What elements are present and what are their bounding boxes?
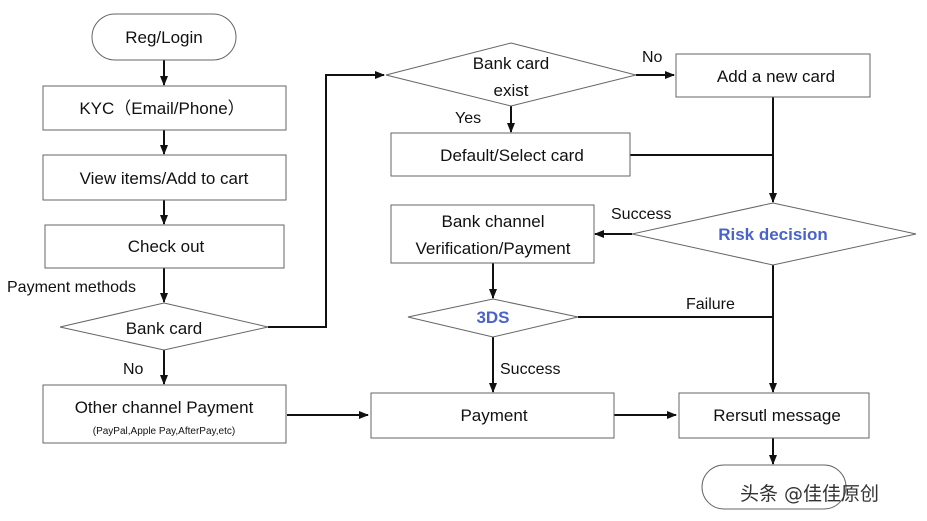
node-bank-card-exist: Bank card exist — [385, 42, 637, 107]
success-label-risk: Success — [611, 206, 671, 223]
node-risk-decision: Risk decision — [631, 202, 917, 266]
node-check-out: Check out — [44, 224, 285, 269]
success-label-3ds: Success — [500, 361, 560, 378]
no-label-other: No — [123, 361, 144, 378]
node-default-select-card: Default/Select card — [390, 132, 631, 177]
bank-card-exist-line1: Bank card — [473, 54, 550, 73]
three-ds-label: 3DS — [476, 308, 509, 327]
node-result-message: Rersutl message — [678, 392, 870, 439]
node-bank-channel: Bank channel Verification/Payment — [390, 204, 595, 264]
payment-label: Payment — [460, 406, 527, 425]
bank-channel-line1: Bank channel — [441, 212, 544, 231]
add-new-card-label: Add a new card — [717, 67, 835, 86]
other-channel-label: Other channel Payment — [75, 398, 254, 417]
node-bank-card-decision: Bank card — [59, 302, 269, 351]
yes-label-default: Yes — [455, 110, 481, 127]
kyc-label: KYC（Email/Phone） — [79, 99, 244, 118]
failure-label: Failure — [686, 296, 735, 313]
bank-channel-line2: Verification/Payment — [416, 239, 571, 258]
node-kyc: KYC（Email/Phone） — [42, 85, 287, 131]
edge-labels: Payment methods No No Yes Success Failur… — [7, 49, 735, 378]
bank-card-decision-label: Bank card — [126, 319, 203, 338]
no-label-add-card: No — [642, 49, 663, 66]
watermark-text: 头条 @佳佳原创 — [740, 483, 879, 505]
other-channel-sublabel: (PayPal,Apple Pay,AfterPay,etc) — [93, 426, 235, 437]
view-items-label: View items/Add to cart — [80, 169, 249, 188]
payment-methods-label: Payment methods — [7, 279, 136, 296]
node-end — [701, 464, 847, 510]
risk-decision-label: Risk decision — [718, 225, 828, 244]
default-select-card-label: Default/Select card — [440, 146, 584, 165]
node-other-channel: Other channel Payment (PayPal,Apple Pay,… — [42, 384, 287, 444]
node-payment: Payment — [370, 392, 615, 439]
node-view-items: View items/Add to cart — [42, 154, 287, 201]
node-reg-login: Reg/Login — [91, 13, 237, 61]
bank-card-exist-line2: exist — [494, 81, 529, 100]
result-message-label: Rersutl message — [713, 406, 841, 425]
node-3ds: 3DS — [407, 298, 579, 338]
reg-login-label: Reg/Login — [125, 28, 203, 47]
node-add-new-card: Add a new card — [675, 53, 871, 98]
edge-bankcard-to-exist — [268, 71, 385, 328]
check-out-label: Check out — [128, 237, 205, 256]
edges — [160, 60, 777, 465]
